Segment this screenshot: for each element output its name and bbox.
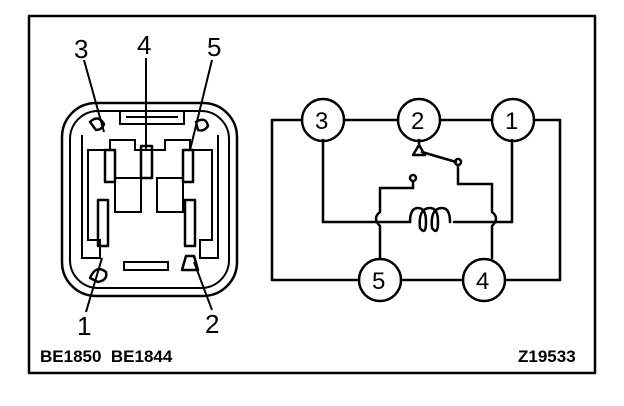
leader-2: [193, 261, 213, 311]
node-2: [396, 97, 442, 143]
terminal-3-key: [88, 117, 106, 132]
wire-to-4: [490, 182, 498, 260]
node-5: [357, 257, 403, 303]
connector-housing-inner: [69, 110, 230, 289]
node-label-2: 2: [411, 108, 424, 135]
cavity-left: [114, 177, 142, 213]
cavity-right: [156, 177, 184, 213]
pin-label-3: 3: [74, 34, 88, 64]
pin-label-4: 4: [137, 30, 151, 60]
wire-to-5: [374, 186, 382, 260]
leader-1: [85, 257, 103, 313]
node-label-5: 5: [372, 268, 385, 295]
node-label-1: 1: [505, 108, 518, 135]
terminal-1-blade: [96, 198, 110, 248]
terminal-5-blade: [181, 148, 195, 184]
relay-schematic: 3 2 1 5 4: [270, 97, 562, 303]
node-label-3: 3: [315, 108, 328, 135]
figure-border: [27, 14, 597, 375]
figure-code: Z19533: [518, 347, 576, 366]
terminal-3-blade: [103, 148, 117, 184]
latch-tab: [119, 112, 185, 125]
bottom-slot: [123, 261, 169, 271]
leader-5: [189, 59, 213, 151]
node-label-4: 4: [476, 268, 489, 295]
node-3: [300, 97, 346, 143]
switch-arm: [420, 150, 458, 164]
terminal-2-blade: [183, 198, 197, 248]
switch-contact-no: [411, 143, 427, 157]
connector-face-view: 3 4 5 1 2: [60, 30, 239, 341]
pin-label-1: 1: [77, 311, 91, 341]
cavity-outline: [81, 135, 219, 259]
terminal-1-key: [88, 267, 108, 284]
node-1: [490, 97, 536, 143]
terminal-5-key: [194, 118, 210, 132]
connector-housing-outer: [60, 101, 239, 298]
relay-coil: [408, 206, 452, 233]
part-numbers: BE1850 BE1844: [40, 347, 173, 366]
pin-label-5: 5: [207, 32, 221, 62]
leader-3: [83, 59, 105, 133]
pin-label-2: 2: [205, 309, 219, 339]
terminal-2-key: [180, 254, 200, 272]
node-4: [461, 257, 507, 303]
